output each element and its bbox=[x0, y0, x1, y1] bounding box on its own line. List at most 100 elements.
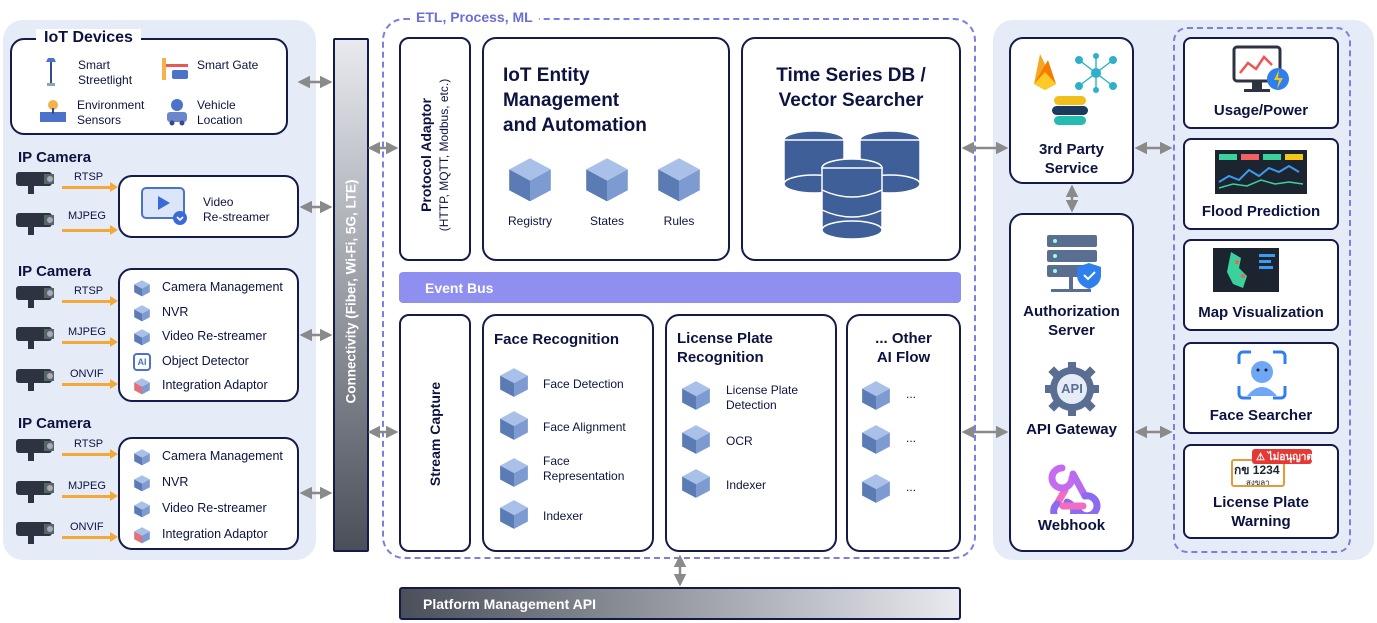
iot-entity-item: Rules bbox=[663, 214, 695, 228]
map-dashboard-icon bbox=[1213, 248, 1279, 292]
app-title: Map Visualization bbox=[1183, 303, 1339, 322]
warning-badge-text: ⚠ ไม่อนุญาต bbox=[1256, 452, 1313, 463]
iot-entity-title-line: Management bbox=[503, 90, 620, 111]
webhook-title: Webhook bbox=[1037, 517, 1106, 534]
restreamer-label-line: Re-streamer bbox=[203, 210, 270, 224]
app-title-line: Map Visualization bbox=[1198, 304, 1324, 321]
cube-icon bbox=[134, 378, 150, 395]
iot-item-label-line: Location bbox=[197, 113, 243, 127]
cube-icon bbox=[682, 425, 710, 454]
lpr-title-line: Recognition bbox=[677, 349, 764, 366]
cube-icon bbox=[500, 368, 528, 397]
iot-item-label-line: Streetlight bbox=[78, 73, 133, 87]
cube-icon bbox=[134, 501, 150, 518]
cube-icon bbox=[500, 411, 528, 440]
camera-icon bbox=[16, 369, 54, 391]
protocol-label: MJPEG bbox=[68, 480, 106, 492]
app-title-line: Flood Prediction bbox=[1201, 203, 1321, 220]
cube-icon bbox=[134, 329, 150, 346]
cube-icon bbox=[134, 280, 150, 297]
ai-chip-icon: AI bbox=[133, 352, 151, 371]
camera-service-item: NVR bbox=[162, 475, 189, 489]
third-party-title: 3rd Party Service bbox=[1009, 140, 1134, 178]
iot-item-smart-streetlight: Smart Streetlight bbox=[78, 58, 132, 88]
network-graph-icon bbox=[1075, 53, 1117, 93]
iot-entity-title-line: IoT Entity bbox=[503, 65, 590, 86]
face-item-line: Representation bbox=[543, 469, 625, 483]
api-gear-icon bbox=[1045, 362, 1099, 416]
protocol-label: RTSP bbox=[74, 171, 104, 183]
license-plate-text: กข 1234 bbox=[1234, 463, 1280, 477]
power-monitor-icon bbox=[1232, 45, 1289, 92]
iot-entity-title: IoT Entity Management and Automation bbox=[503, 63, 647, 138]
face-scan-icon bbox=[1237, 350, 1287, 400]
platform-api-bar bbox=[399, 587, 961, 620]
other-ai-item: ... bbox=[906, 480, 917, 494]
protocol-arrow bbox=[62, 379, 118, 389]
cube-icon bbox=[134, 304, 150, 321]
iot-entity-item: Registry bbox=[507, 214, 552, 228]
camera-icon bbox=[16, 213, 54, 235]
app-title: Face Searcher bbox=[1183, 406, 1339, 425]
iot-item-label-line: Smart bbox=[78, 58, 111, 72]
lpr-item: OCR bbox=[726, 434, 753, 449]
camera-service-item: Camera Management bbox=[162, 280, 283, 294]
camera-icon bbox=[16, 522, 54, 544]
event-bus bbox=[399, 272, 961, 303]
protocol-arrow bbox=[62, 296, 118, 306]
iot-entity-title-line: and Automation bbox=[503, 115, 647, 136]
cube-icon bbox=[658, 158, 700, 202]
third-party-title-line: 3rd Party bbox=[1038, 141, 1105, 158]
flood-dashboard-icon bbox=[1215, 150, 1307, 194]
stream-capture-box bbox=[399, 314, 471, 552]
other-ai-title-line: ... Other bbox=[875, 330, 932, 347]
streetlight-icon bbox=[46, 58, 56, 86]
camera-service-item: Video Re-streamer bbox=[162, 501, 267, 515]
cube-icon bbox=[134, 475, 150, 492]
iot-devices-title: IoT Devices bbox=[36, 29, 141, 47]
protocol-arrow bbox=[62, 449, 118, 459]
timeseries-title-line: Vector Searcher bbox=[778, 90, 924, 111]
ip-camera-1-title: IP Camera bbox=[18, 149, 92, 166]
license-plate-sub: สงขลา bbox=[1246, 478, 1270, 487]
cube-icon bbox=[682, 469, 710, 498]
auth-title-line: Authorization bbox=[1023, 303, 1120, 320]
iot-item-label-line: Sensors bbox=[77, 113, 122, 127]
cube-icon bbox=[862, 381, 890, 410]
ip-camera-3-title: IP Camera bbox=[18, 415, 92, 432]
app-title: Flood Prediction bbox=[1183, 202, 1339, 221]
cube-icon bbox=[134, 449, 150, 466]
connectivity-bar bbox=[333, 38, 369, 552]
timeseries-title: Time Series DB / Vector Searcher bbox=[741, 63, 961, 113]
protocol-label: RTSP bbox=[74, 285, 104, 297]
video-player-icon bbox=[141, 187, 187, 225]
protocol-label: ONVIF bbox=[70, 368, 104, 380]
app-title-line: License Plate bbox=[1213, 494, 1309, 511]
event-bus-label: Event Bus bbox=[425, 280, 494, 296]
face-item-line: Face bbox=[543, 454, 570, 468]
third-party-title-line: Service bbox=[1044, 160, 1099, 177]
database-icon bbox=[783, 130, 921, 240]
protocol-label: MJPEG bbox=[68, 326, 106, 338]
cube-icon bbox=[862, 474, 890, 503]
cube-icon bbox=[586, 158, 628, 202]
other-ai-item: ... bbox=[906, 387, 917, 401]
elastic-icon bbox=[1052, 96, 1088, 125]
camera-icon bbox=[16, 286, 54, 308]
iot-item-label-line: Environment bbox=[77, 98, 145, 112]
protocol-arrow bbox=[62, 532, 118, 542]
protocol-label: ONVIF bbox=[70, 521, 104, 533]
iot-item-label-line: Vehicle bbox=[197, 98, 236, 112]
face-item: Face Alignment bbox=[543, 420, 626, 435]
api-gateway-title: API Gateway bbox=[1026, 421, 1117, 438]
iot-item-environment-sensors: Environment Sensors bbox=[77, 98, 144, 128]
auth-server-title: Authorization Server bbox=[1009, 302, 1134, 340]
platform-api-label: Platform Management API bbox=[423, 596, 596, 612]
protocol-arrow bbox=[62, 337, 118, 347]
vehicle-location-icon bbox=[167, 99, 187, 126]
face-item: Indexer bbox=[543, 509, 583, 524]
